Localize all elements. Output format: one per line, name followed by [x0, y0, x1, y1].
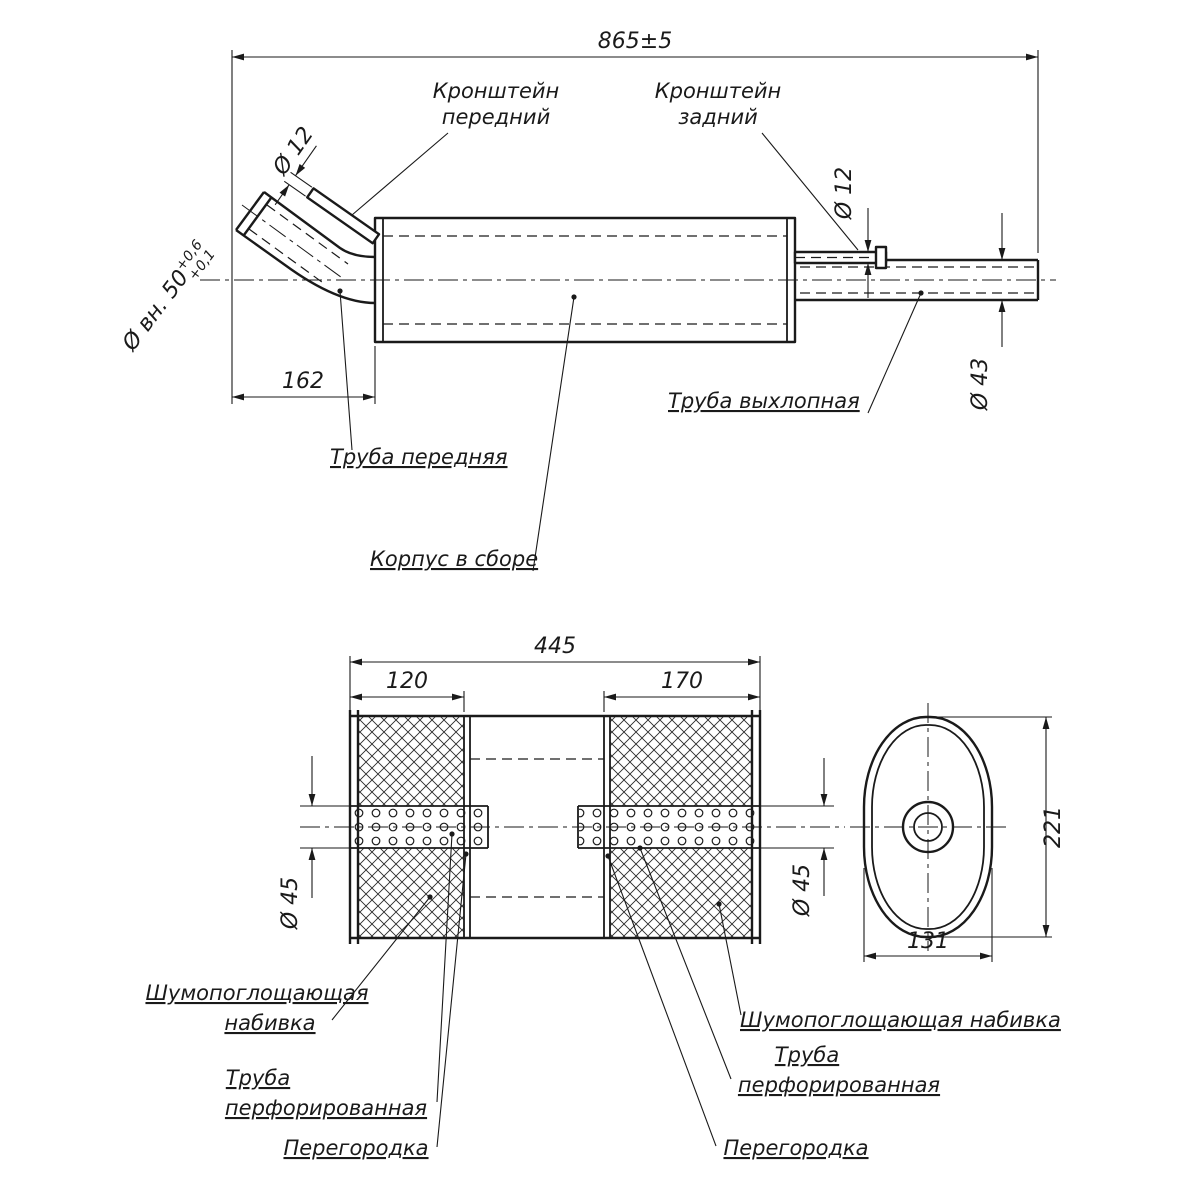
front-bracket-label-line2: передний	[442, 105, 550, 129]
end-view-extension-lines	[863, 716, 1052, 962]
front-bracket-dim-arrow-top	[295, 145, 317, 177]
muffler-body-hidden-lines	[383, 235, 787, 325]
partition-right-label: Перегородка	[723, 1136, 868, 1160]
section-hidden-lines	[470, 758, 604, 898]
dia-front-bracket-text: Ø 12	[268, 123, 319, 181]
front-bracket-dim-arrow-bottom	[274, 184, 290, 206]
top-view-leader-lines	[339, 132, 922, 572]
perforated-right-label-line2: перфорированная	[738, 1073, 940, 1097]
front-pipe-outline	[235, 191, 376, 305]
dim-left-chamber-text: 120	[386, 669, 428, 694]
leader-dot	[605, 853, 611, 859]
top-view-centerlines	[200, 204, 1056, 281]
rear-bracket-end-plate	[874, 245, 888, 270]
dia-perforated-left-text: Ø 45	[278, 877, 303, 930]
dia-rear-bracket-text: Ø 12	[832, 167, 857, 220]
perforated-left-label-line1: Труба	[226, 1066, 290, 1090]
dia-inlet-text: Ø вн. 50	[117, 266, 194, 357]
dim-body-length-text: 445	[534, 634, 576, 659]
padding-right-label: Шумопоглощающая набивка	[740, 1008, 1061, 1032]
dim-right-chamber-text: 170	[661, 669, 703, 694]
front-bracket	[274, 145, 381, 245]
perforated-left-label-line2: перфорированная	[225, 1096, 427, 1120]
top-view-extension-lines	[231, 50, 1039, 404]
perforated-right-label-line1: Труба	[775, 1043, 839, 1067]
inlet-diameter-callout: Ø вн. 50 +0,6 +0,1	[117, 237, 219, 357]
leader-dot	[637, 845, 643, 851]
dim-width-text: 131	[907, 929, 949, 954]
padding-left-label-line1: Шумопоглощающая	[145, 981, 368, 1005]
padding-left-label-line2: набивка	[224, 1011, 315, 1035]
leader-dot	[716, 901, 722, 907]
front-bracket-strap	[306, 187, 381, 245]
padding-hatch-right-top	[609, 715, 753, 807]
end-view: 221 131	[850, 703, 1066, 962]
rear-bracket	[793, 245, 888, 270]
section-view: 445 120 170 Ø 45 Ø 45 Шумопоглощающая на…	[145, 634, 1060, 1160]
dia-exhaust-pipe-text: Ø 43	[968, 358, 993, 411]
exhaust-pipe-hidden-lines	[800, 266, 1034, 294]
front-bracket-label-line1: Кронштейн	[433, 79, 560, 103]
dim-height-text: 221	[1041, 806, 1066, 848]
rear-bracket-strap	[793, 250, 888, 265]
leader-dot	[337, 288, 343, 294]
padding-hatch-right-bottom	[609, 847, 753, 939]
end-view-centerlines	[850, 703, 1006, 951]
front-pipe-hidden-lines	[248, 204, 349, 286]
leader-dot	[449, 831, 455, 837]
front-pipe-label: Труба передняя	[330, 445, 508, 469]
leader-dot	[918, 290, 924, 296]
exhaust-pipe-label: Труба выхлопная	[668, 389, 860, 413]
shell-inner-outline	[871, 724, 985, 930]
leader-dot	[427, 894, 433, 900]
leader-dot	[571, 294, 577, 300]
body-assembly-label: Корпус в сборе	[370, 547, 538, 571]
section-extension-lines	[300, 656, 834, 849]
top-view-assembly: 865±5 162 Ø 12 Ø 12 Ø 43 Ø вн. 50 +0,6 +…	[117, 29, 1056, 572]
dim-total-length-text: 865±5	[598, 29, 672, 54]
rear-bracket-label-line1: Кронштейн	[655, 79, 782, 103]
dia-perforated-right-text: Ø 45	[790, 864, 815, 917]
front-bracket-extension-lines	[283, 171, 313, 197]
padding-hatch-left-top	[357, 715, 465, 807]
rear-bracket-label-line2: задний	[678, 105, 758, 129]
dim-front-pipe-text: 162	[282, 369, 324, 394]
padding-hatch-left-bottom	[357, 847, 465, 939]
partition-left-label: Перегородка	[283, 1136, 428, 1160]
leader-dot	[463, 851, 469, 857]
section-leader-lines	[331, 833, 742, 1148]
